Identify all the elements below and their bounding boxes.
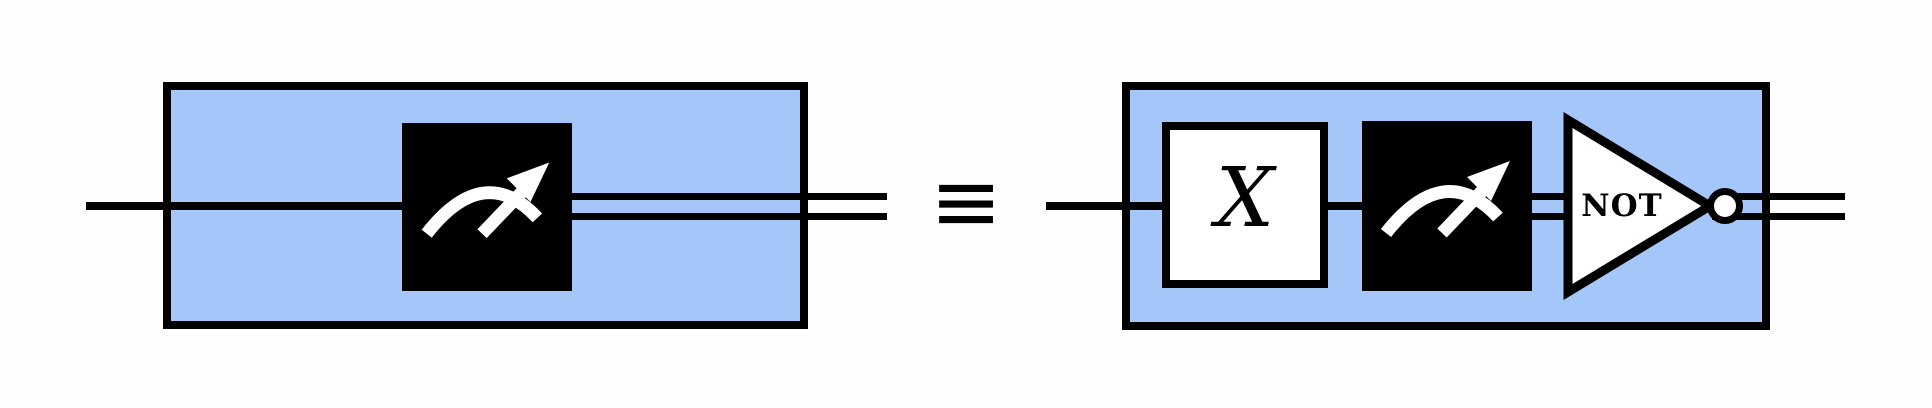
not-gate-label: NOT	[1581, 188, 1663, 224]
right-classical-wire-out-top	[1712, 193, 1845, 200]
right-classical-wire-out-bottom	[1712, 213, 1845, 220]
right-quantum-wire-mid	[1320, 202, 1370, 210]
equivalence-symbol: ≡	[929, 152, 1003, 252]
not-bubble-icon	[1707, 188, 1743, 224]
not-triangle-icon	[1563, 112, 1719, 300]
measurement-gate	[402, 123, 572, 291]
x-gate: X	[1162, 122, 1328, 288]
right-classical-wire-mid-top	[1525, 193, 1570, 200]
right-classical-wire-mid-bottom	[1525, 213, 1570, 220]
left-classical-wire-out-bottom	[562, 213, 887, 220]
classical-not-gate	[1563, 112, 1743, 300]
x-gate-label: X	[1215, 151, 1275, 246]
measurement-gate	[1362, 121, 1532, 291]
left-classical-wire-out-top	[562, 193, 887, 200]
right-quantum-wire-in	[1046, 202, 1170, 210]
meter-icon	[402, 123, 572, 291]
left-quantum-wire-in	[86, 202, 410, 210]
meter-icon	[1362, 121, 1532, 291]
